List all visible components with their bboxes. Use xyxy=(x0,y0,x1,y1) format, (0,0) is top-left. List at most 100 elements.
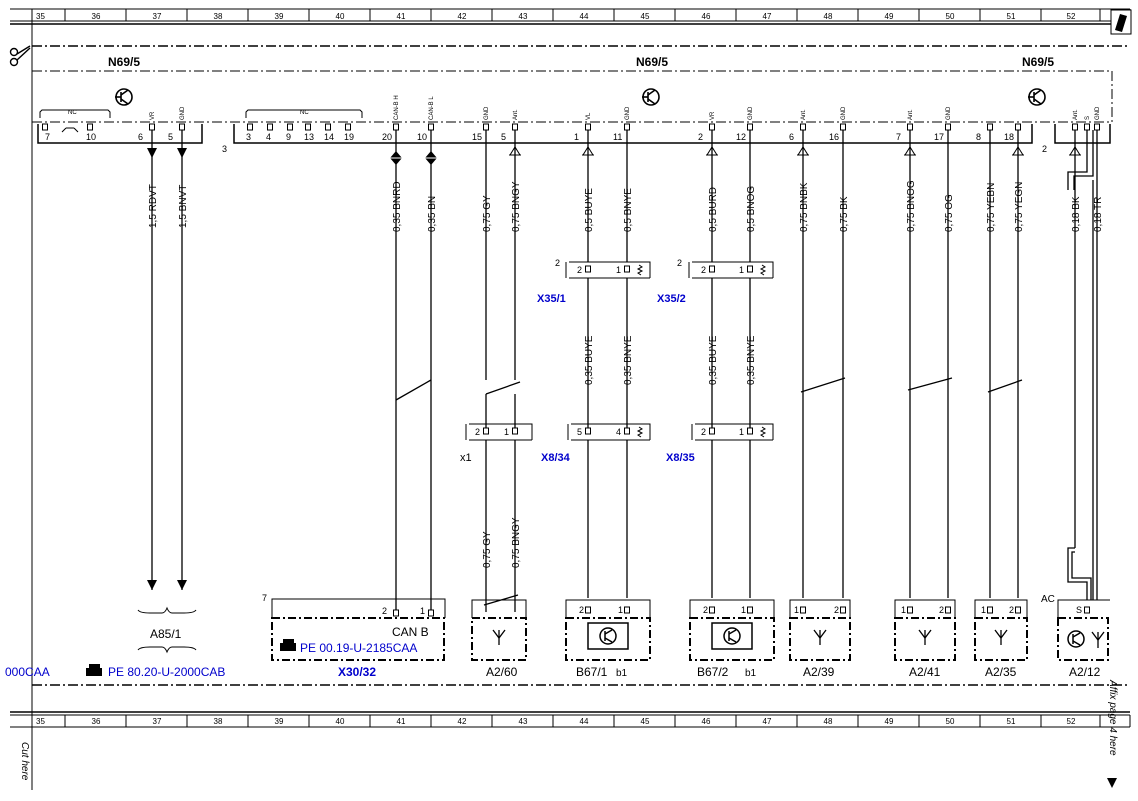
pin-socket xyxy=(483,123,489,131)
pin-socket xyxy=(512,123,518,131)
wire-label-2: 1,5 BNVT xyxy=(178,185,189,228)
wire-label-10: 0,5 BNOG xyxy=(746,186,757,232)
bottom-ruler-number-43: 43 xyxy=(519,717,528,726)
x30-32-can-label: CAN B xyxy=(392,625,429,639)
top-ruler-number-46: 46 xyxy=(702,12,711,21)
pin-number: 10 xyxy=(417,132,427,142)
pin-signal-name: CAN-B L xyxy=(429,96,435,120)
component-a2-60: A2/60 xyxy=(486,665,518,679)
pin-number: 18 xyxy=(1004,132,1014,142)
pin-socket xyxy=(709,123,715,131)
wire-label-15: 0,75 YEBN xyxy=(986,183,997,232)
pin-signal-name: Ant. xyxy=(1073,109,1079,120)
x35-1-outer-pin: 2 xyxy=(555,258,560,268)
a2-60-box xyxy=(471,599,527,661)
module-outer-pin: 3 xyxy=(222,144,227,154)
arrow-down-icon xyxy=(147,580,157,590)
antenna-icon xyxy=(918,629,932,645)
pin-pAnt: Ant. xyxy=(1072,109,1079,131)
antenna-icon xyxy=(813,629,827,645)
connector-pin xyxy=(585,265,591,273)
component-pin xyxy=(1015,606,1021,614)
wire-label-6: 0,75 BNGY xyxy=(511,181,522,232)
component-outline xyxy=(471,599,527,618)
wire-label-20: 0,35 BNYE xyxy=(623,335,634,385)
transistor-collector xyxy=(120,89,129,96)
component-outline xyxy=(689,599,775,618)
component-pin-label: S xyxy=(1076,605,1082,615)
pin-socket xyxy=(1072,123,1078,131)
component-a2-41: A2/41 xyxy=(909,665,941,679)
pin-number: 8 xyxy=(976,132,981,142)
pin-signal-name: Ant. xyxy=(908,109,914,120)
x35-2-outer-pin: 2 xyxy=(677,258,682,268)
component-outline xyxy=(1057,599,1110,618)
top-ruler-number-48: 48 xyxy=(824,12,833,21)
pin-signal-name: GND xyxy=(748,106,754,120)
pin-p14: 14 xyxy=(324,123,334,142)
pin-socket xyxy=(325,123,331,131)
pin-p1: 1VL xyxy=(574,112,592,142)
pin-p10b: 10 CAN-B L xyxy=(417,96,435,142)
wire-break xyxy=(987,379,1023,393)
coax-shield-4 xyxy=(1071,551,1092,600)
b67-2-suffix: b1 xyxy=(745,668,757,679)
connector-outline xyxy=(691,423,774,441)
sensor-frame xyxy=(711,622,753,650)
pin-number: 1 xyxy=(574,132,579,142)
hand-pointer-icon xyxy=(280,639,296,651)
pin-number: 6 xyxy=(138,132,143,142)
sensor-emitter xyxy=(1072,640,1081,646)
pin-number: 10 xyxy=(86,132,96,142)
pin-number: 20 xyxy=(382,132,392,142)
sensor-circle xyxy=(599,627,617,645)
sensor-icon xyxy=(711,622,753,650)
wire-label-8: 0,5 BNYE xyxy=(623,188,634,232)
bottom-ruler-number-35: 35 xyxy=(36,717,45,726)
nc-brackets xyxy=(39,109,363,118)
pin-number: 5 xyxy=(168,132,173,142)
pin-number: 4 xyxy=(266,132,271,142)
mid-ref-link[interactable]: PE 80.20-U-2000CAB xyxy=(108,665,225,679)
wire-break xyxy=(800,377,846,393)
component-pin xyxy=(624,606,630,614)
pin-number: 12 xyxy=(736,132,746,142)
scissors-icon xyxy=(9,45,31,67)
x30-32-ref-link[interactable]: PE 00.19-U-2185CAA xyxy=(300,641,417,655)
pin-socket xyxy=(287,123,293,131)
component-pin xyxy=(840,606,846,614)
left-ref-link[interactable]: 000CAA xyxy=(5,665,50,679)
top-ruler-number-50: 50 xyxy=(946,12,955,21)
transistor-icon xyxy=(642,88,660,106)
component-frame xyxy=(565,617,651,661)
component-pin xyxy=(747,606,753,614)
sensor-emitter xyxy=(604,637,613,643)
pin-p13: 13 xyxy=(304,123,314,142)
b67-1-suffix: b1 xyxy=(616,668,628,679)
x30-32-outer-pin: 7 xyxy=(262,593,267,603)
component-pin-number: 2 xyxy=(1009,605,1014,615)
pin-socket xyxy=(1084,123,1090,131)
transistor-collector xyxy=(1033,89,1042,96)
spring-icon xyxy=(759,426,767,438)
component-pin-number: 2 xyxy=(939,605,944,615)
component-b67-1: B67/1 xyxy=(576,665,608,679)
transistor-icon xyxy=(1067,630,1085,648)
connector-x8-34: X8/34 xyxy=(541,452,571,464)
coax-shield xyxy=(1067,130,1088,190)
triangle-down-icon xyxy=(1107,778,1117,788)
wire-label-5: 0,75 GY xyxy=(482,195,493,232)
arrow-down-icon xyxy=(177,148,187,158)
wire-label-17: 0,18 BK xyxy=(1071,196,1082,232)
connector-outline xyxy=(465,423,533,441)
